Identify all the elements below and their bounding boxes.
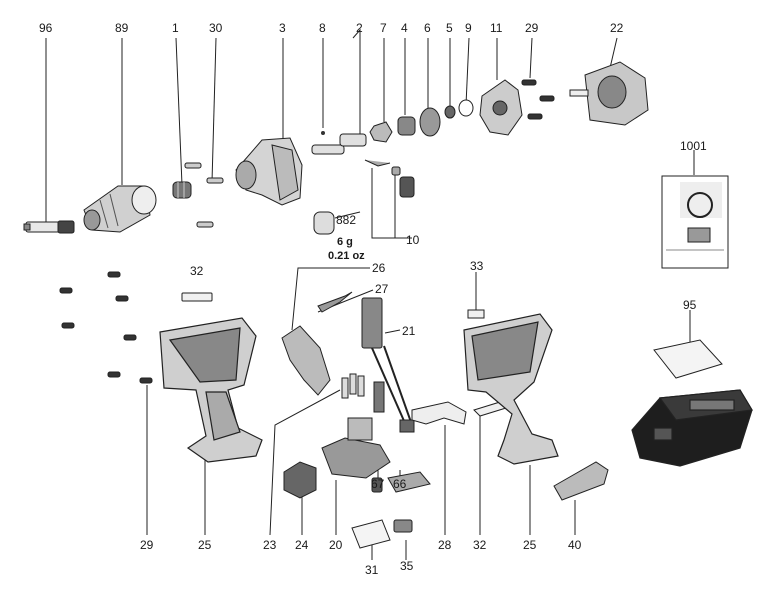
part-5-washer [444,105,456,119]
callout-66: 66 [393,477,407,491]
callout-32-left: 32 [190,264,204,278]
callout-9: 9 [465,21,472,35]
part-1-sleeve [172,181,192,199]
leader-23 [269,389,341,536]
leader-26 [291,267,370,331]
leader-882 [334,211,361,219]
leader-21 [384,329,401,334]
part-33-label [467,309,485,319]
part-21-electronics [361,297,415,433]
callout-20: 20 [329,538,343,552]
inset-1001 [661,175,729,269]
callout-3: 3 [279,21,286,35]
part-2-spindle [311,133,367,155]
part-20-battery-socket [321,417,391,479]
callout-33: 33 [470,259,484,273]
grease-weight-oz: 0.21 oz [328,250,365,262]
callout-31: 31 [365,563,379,577]
callout-40: 40 [568,538,582,552]
callout-1: 1 [172,21,179,35]
part-96-bit-holder [23,220,75,234]
leader-9 [465,37,470,106]
part-89-chuck [83,185,157,233]
leader-29a [529,37,533,79]
callout-22: 22 [610,21,624,35]
part-25-housing-right [463,313,559,465]
callout-30: 30 [209,21,223,35]
callout-29-top: 29 [525,21,539,35]
part-30-screws [184,162,224,228]
part-3-gear-housing [235,137,303,206]
callout-882: 882 [336,213,357,227]
callout-24: 24 [295,538,309,552]
grease-weight-g: 6 g [337,236,353,248]
part-6-gear [419,107,441,137]
part-26-trigger-switch [281,325,331,396]
callout-5: 5 [446,21,453,35]
part-95-contact-plate [653,339,723,379]
part-9-washer [458,99,474,117]
part-25-housing-left [159,317,263,463]
leader-22 [609,37,618,69]
part-23-contacts [341,373,365,399]
part-67-spring [371,477,383,493]
leader-1 [175,37,183,186]
part-29-screws-top [521,79,555,120]
leader-2 [352,28,361,138]
callout-10: 10 [406,233,420,247]
part-4-spring [397,116,416,136]
callout-67: 67 [371,477,385,491]
leader-10a [371,168,412,239]
callout-35: 35 [400,559,414,573]
callout-6: 6 [424,21,431,35]
part-28-bracket [411,401,467,425]
part-35-clip [393,519,413,533]
callout-1001: 1001 [680,139,707,153]
callout-95: 95 [683,298,697,312]
callout-23: 23 [263,538,277,552]
callout-7: 7 [380,21,387,35]
callout-2: 2 [356,21,363,35]
callout-8: 8 [319,21,326,35]
part-7-nut [369,121,393,143]
part-31-label [351,519,391,549]
callout-21: 21 [402,324,416,338]
part-27-lever [317,291,353,313]
part-8-ball [321,131,325,135]
callout-25-left: 25 [198,538,212,552]
callout-32-right: 32 [473,538,487,552]
callout-26: 26 [372,261,386,275]
part-10-small [364,159,415,198]
part-95-battery [631,389,753,467]
part-66-latch [387,471,431,493]
part-882-grease [313,211,335,235]
callout-96: 96 [39,21,53,35]
part-22-motor [569,61,649,126]
part-11-bearing-plate [479,79,523,136]
callout-11: 11 [490,21,503,35]
callout-28: 28 [438,538,452,552]
part-24-battery-insert [283,461,317,499]
part-29-screws-left [59,271,153,384]
callout-29-bottom: 29 [140,538,154,552]
part-40-cover [553,461,609,501]
callout-27: 27 [375,282,389,296]
leader-30 [211,37,217,183]
callout-25-right: 25 [523,538,537,552]
part-32-plate-left [181,292,213,302]
callout-4: 4 [401,21,408,35]
callout-89: 89 [115,21,129,35]
